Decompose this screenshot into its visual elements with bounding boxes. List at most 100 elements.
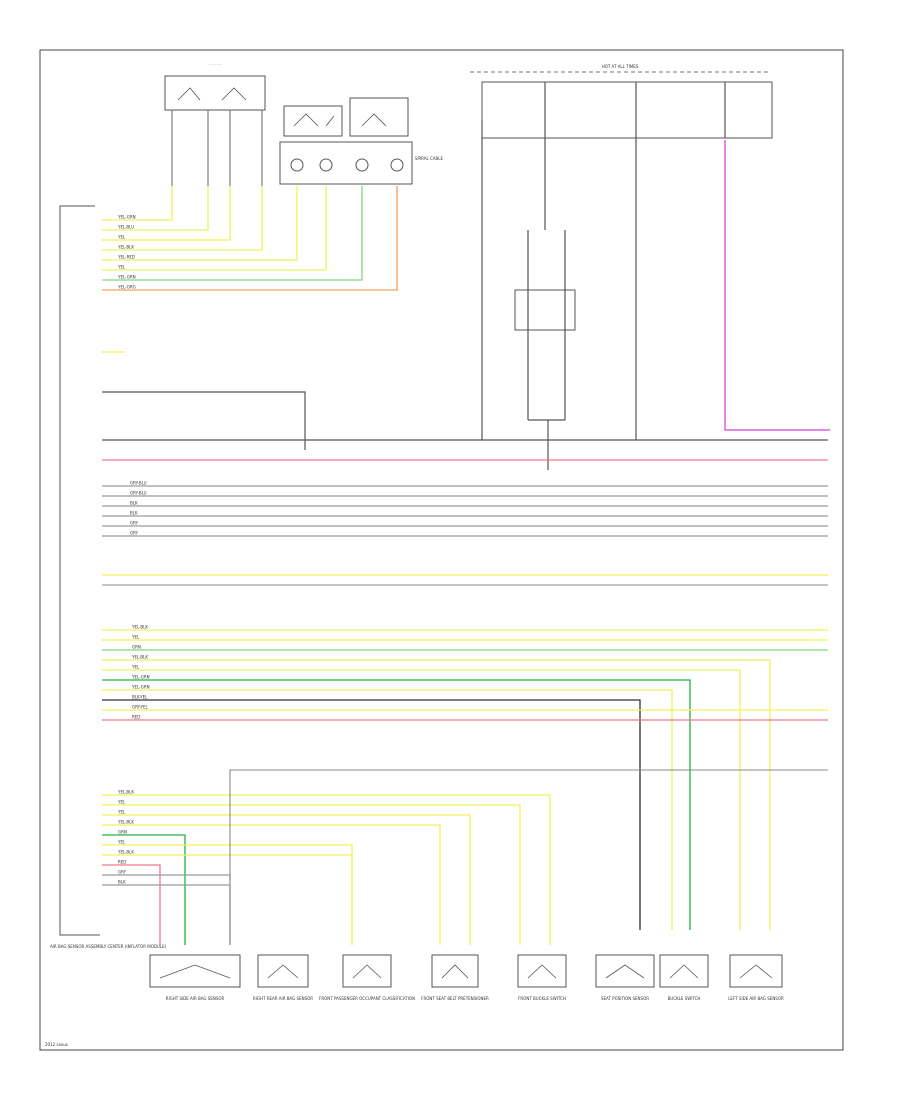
bottom-component-label: FRONT BUCKLE SWITCH	[518, 996, 566, 1001]
spiral-cable-label: SPIRAL CABLE	[415, 156, 443, 161]
bottom-component-label: SEAT POSITION SENSOR	[601, 996, 649, 1001]
top-center-components: SPIRAL CABLE	[279, 97, 443, 185]
top-wire	[102, 186, 327, 271]
mid-wire-label: BLK	[130, 511, 138, 516]
mid-wire-label: GRY	[130, 531, 139, 536]
bottom-wire-label: RED	[118, 860, 126, 865]
lower-wire	[102, 669, 741, 930]
bottom-component-box	[595, 954, 655, 988]
bottom-wire-label: BLK	[118, 880, 126, 885]
bottom-wire	[102, 824, 441, 945]
mid-wire-label: GRY-BLU	[130, 481, 147, 486]
top-wire-label: YEL-RED	[117, 255, 135, 260]
spiral-cable-box	[279, 141, 413, 185]
fuse-box: HOT AT ALL TIMES	[470, 64, 773, 440]
top-wire-label: YEL-BLK	[117, 245, 134, 250]
bottom-component-box	[431, 954, 479, 988]
lower-wire	[102, 699, 641, 930]
bottom-component-box	[517, 954, 567, 988]
top-left-sensor: · · · · ·	[164, 62, 266, 111]
magenta-wire	[724, 140, 830, 431]
lower-wire-label: YEL-GRN	[131, 685, 150, 690]
mid-wire-label: GRY-BLU	[130, 491, 147, 496]
relay-box	[514, 289, 576, 331]
lower-wire	[102, 679, 691, 930]
bottom-wire	[102, 794, 551, 945]
top-wire	[102, 186, 363, 281]
component-a-box	[283, 105, 343, 137]
component-symbol	[159, 964, 231, 979]
top-left-sensor-box	[164, 75, 266, 111]
lower-wire-label: YEL-BLK	[131, 655, 148, 660]
wire-layer: YEL-GRN YEL-BLU YEL YEL-BLK YEL-RED YEL YEL-GR…	[102, 110, 828, 945]
component-symbol	[352, 964, 382, 979]
lower-wire-label: BLK-YEL	[132, 695, 148, 700]
bottom-wire	[102, 834, 186, 945]
lower-wire-label: YEL	[131, 635, 140, 640]
mid-wire-label: BLK	[130, 501, 138, 506]
bottom-component-box	[257, 954, 309, 988]
bottom-component-label: BUCKLE SWITCH	[668, 996, 701, 1001]
component-symbol	[605, 964, 645, 979]
bottom-component-box	[659, 954, 709, 988]
bottom-wire-label: YEL-BLK	[117, 850, 134, 855]
top-wire-label: YEL	[117, 265, 126, 270]
bottom-wire-label: YEL-BLK	[117, 820, 134, 825]
bottom-component-box	[342, 954, 392, 988]
gray-loop-wire	[229, 769, 828, 880]
bottom-wire	[102, 884, 231, 945]
top-left-sensor-label: · · · · ·	[209, 62, 220, 67]
bottom-component-label: LEFT SIDE AIR BAG SENSOR	[728, 996, 784, 1001]
lower-wire-label: RED	[132, 715, 140, 720]
top-wire	[102, 186, 298, 261]
component-symbol	[739, 964, 773, 979]
diagram-frame	[39, 49, 844, 1051]
lower-wire-label: YEL-BLK	[131, 625, 148, 630]
airbag-module-label: AIR BAG SENSOR ASSEMBLY CENTER (INFLATOR…	[50, 944, 167, 949]
bottom-wire-label: YEL	[117, 840, 126, 845]
top-wire	[102, 186, 263, 251]
bottom-component-box	[149, 954, 241, 988]
top-wire	[102, 186, 209, 231]
lower-wire-label: GRY-YEL	[132, 705, 149, 710]
bottom-wire	[102, 864, 161, 945]
top-wire-label: YEL	[117, 235, 126, 240]
lower-wire-label: YEL-GRN	[131, 675, 150, 680]
bottom-components: RIGHT SIDE AIR BAG SENSOR RIGHT REAR AIR …	[149, 954, 784, 1001]
bottom-wire	[102, 814, 471, 945]
bottom-wire-label: GRN	[118, 830, 127, 835]
fuse-box-outline	[481, 81, 773, 139]
bottom-component-box	[729, 954, 783, 988]
footer-label: 2012 Lexus	[45, 1042, 68, 1047]
top-wire-label: YEL-ORG	[117, 285, 136, 290]
top-wire	[102, 186, 398, 291]
component-b-box	[349, 97, 409, 137]
component-symbol	[441, 964, 469, 979]
lower-wire-label: YEL	[131, 665, 140, 670]
bottom-component-label: FRONT SEAT BELT PRETENSIONER	[421, 996, 489, 1001]
airbag-module-outline	[59, 205, 100, 936]
bottom-wire	[102, 844, 353, 945]
top-wire-label: YEL-BLU	[117, 225, 134, 230]
top-wire	[102, 186, 231, 241]
bottom-wire	[102, 854, 353, 945]
top-wire-label: YEL-GRN	[117, 275, 136, 280]
component-symbol	[527, 964, 557, 979]
bottom-component-label: RIGHT SIDE AIR BAG SENSOR	[166, 996, 225, 1001]
mid-wire-label: GRY	[130, 521, 139, 526]
component-symbol	[669, 964, 699, 979]
bottom-wire-label: YEL	[117, 800, 126, 805]
lower-wire	[102, 689, 673, 930]
relay-component	[514, 230, 576, 470]
lower-wire-label: GRN	[132, 645, 141, 650]
bottom-component-label: RIGHT REAR AIR BAG SENSOR	[253, 996, 313, 1001]
lower-wire	[102, 659, 771, 930]
airbag-module: AIR BAG SENSOR ASSEMBLY CENTER (INFLATOR…	[50, 205, 167, 949]
bottom-wire-label: GRY	[118, 870, 127, 875]
bottom-wire-label: YEL-BLK	[117, 790, 134, 795]
component-symbol	[267, 964, 299, 979]
top-wire	[102, 186, 173, 221]
fuse-box-label: HOT AT ALL TIMES	[602, 64, 639, 69]
bottom-component-label: FRONT PASSENGER OCCUPANT CLASSIFICATION	[319, 996, 415, 1001]
